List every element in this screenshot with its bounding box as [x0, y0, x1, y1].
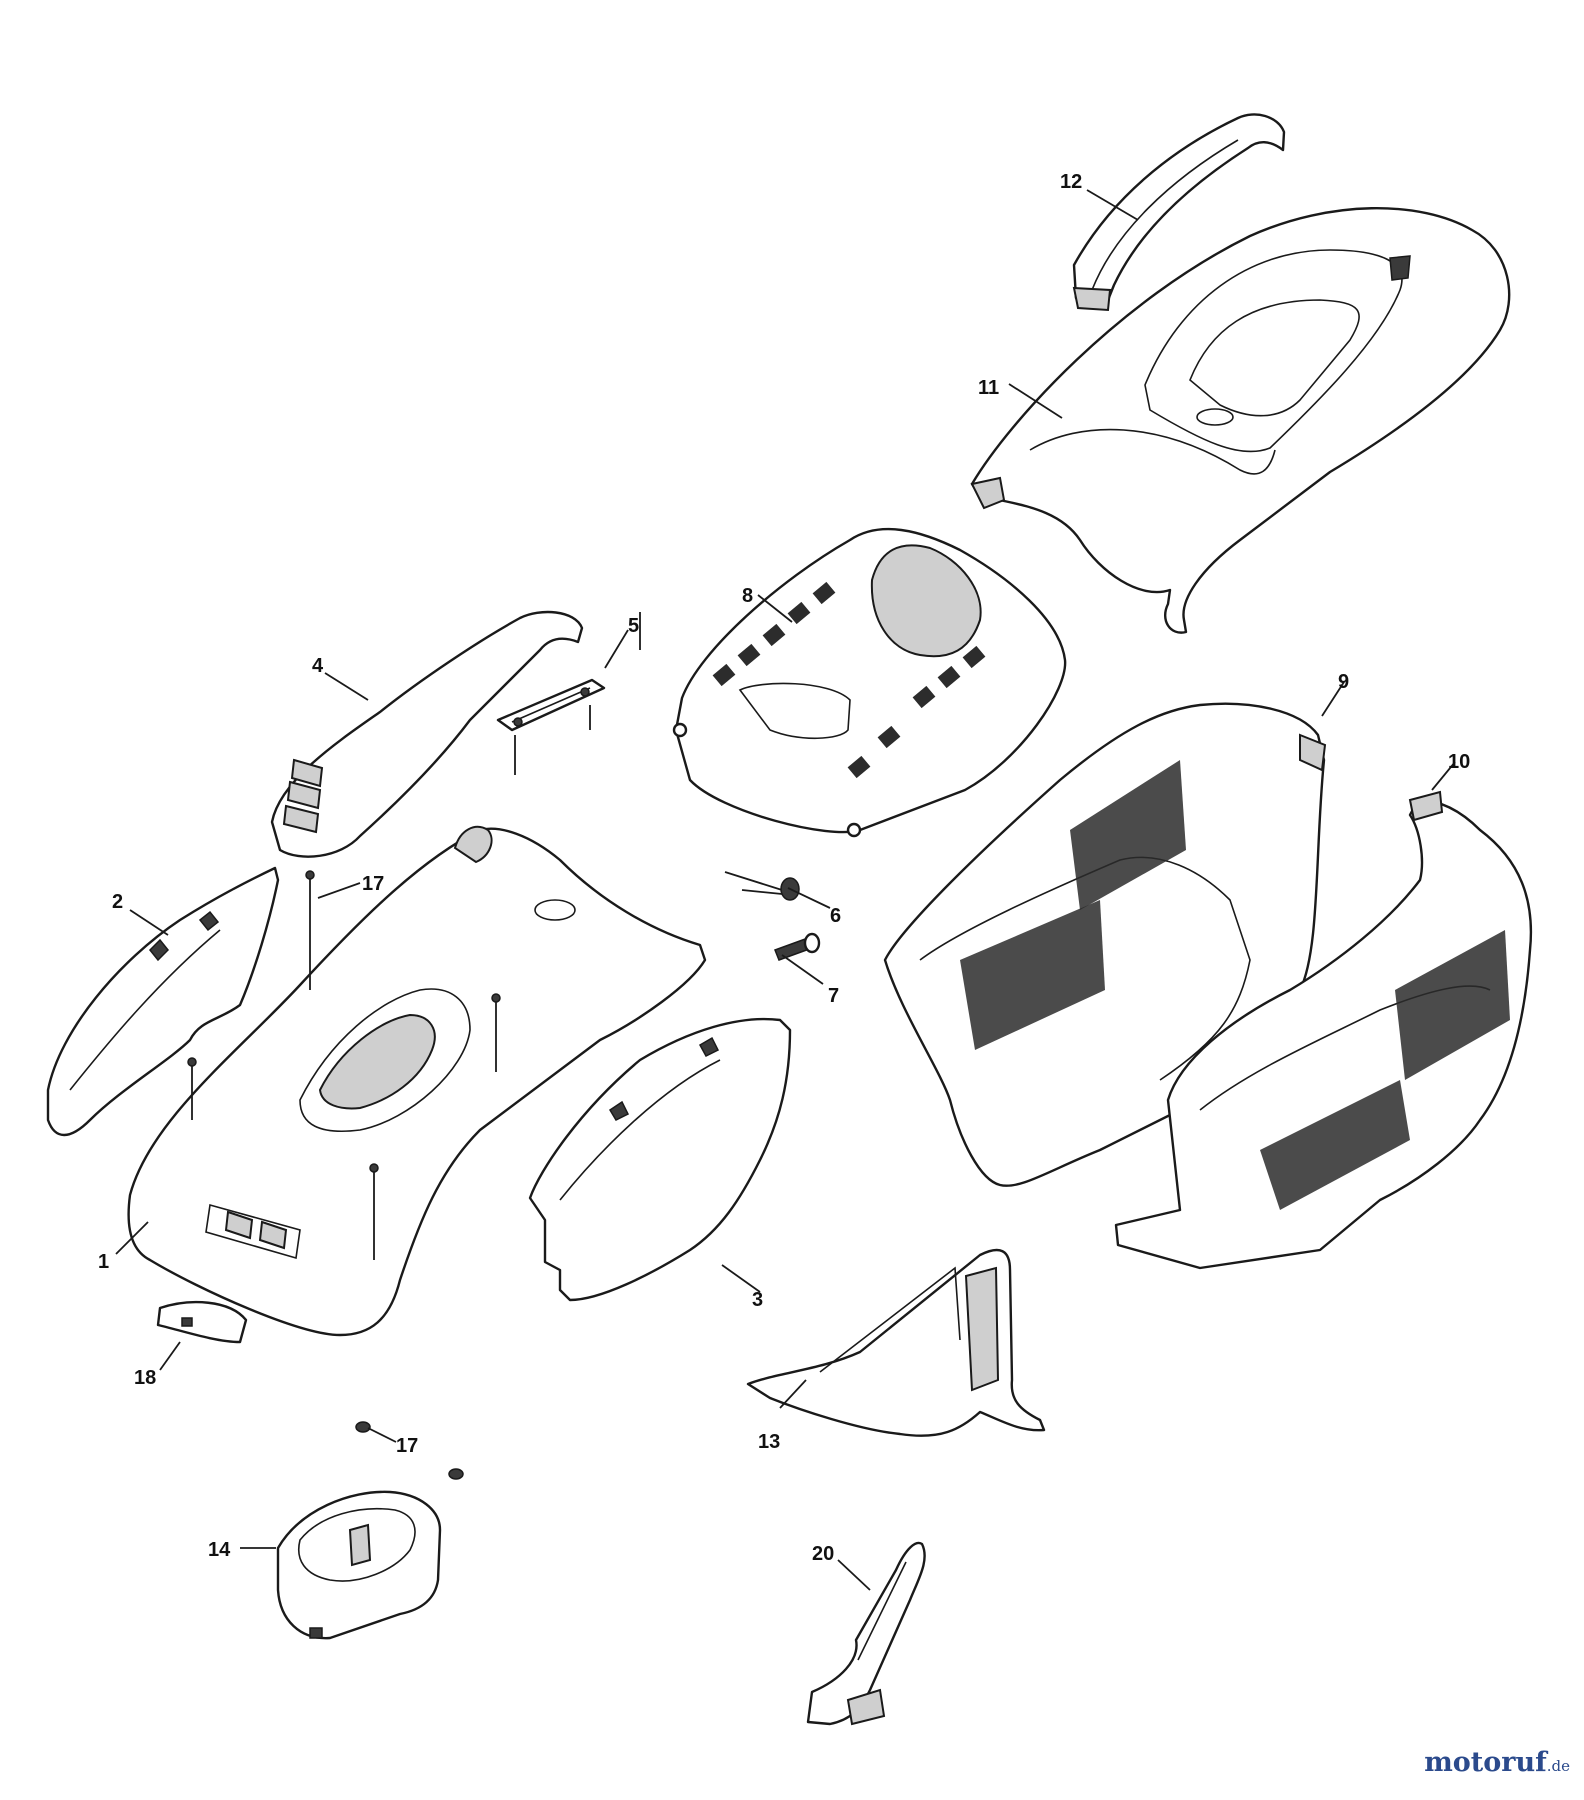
part-20-lever	[806, 1541, 926, 1726]
part-9-mesh-vents	[960, 760, 1186, 1050]
callout-10: 10	[1448, 751, 1470, 773]
part-10-grass-catcher-frame	[1114, 790, 1533, 1270]
part-6-spring	[724, 871, 800, 901]
part-2-side-cover-left	[46, 866, 280, 1137]
callout-leaders	[115, 189, 1456, 1591]
callout-12: 12	[1060, 171, 1082, 193]
callout-14: 14	[208, 1539, 231, 1561]
part-14-switch-box	[276, 1421, 464, 1640]
part-8-control-panel	[672, 527, 1067, 838]
part-13-discharge-chute	[746, 1248, 1046, 1437]
callout-18: 18	[134, 1367, 156, 1389]
callout-17-lower: 17	[396, 1435, 418, 1457]
callout-7: 7	[828, 985, 839, 1007]
part-18-cap	[156, 1300, 248, 1344]
part-3-side-cover-right	[528, 1017, 792, 1302]
callout-8: 8	[742, 585, 753, 607]
callout-4: 4	[312, 655, 324, 677]
part-11-rear-cover	[970, 207, 1511, 634]
callout-1: 1	[98, 1251, 109, 1273]
callout-2: 2	[112, 891, 123, 913]
callout-9: 9	[1338, 671, 1349, 693]
part-17-screws-upper	[187, 870, 501, 1260]
part-4-handle-cover	[270, 610, 584, 858]
callout-labels: 12 11 8 5 4 9 10 6 7 17 2 1 3 18 17 14 1…	[98, 171, 1470, 1565]
watermark-logo: motoruf.de	[1424, 1747, 1570, 1778]
callout-20: 20	[812, 1543, 834, 1565]
callout-13: 13	[758, 1431, 780, 1453]
part-12-handle-grip	[1072, 113, 1286, 312]
part-10-mesh-vents	[1260, 930, 1510, 1210]
part-1-main-housing	[127, 825, 707, 1337]
callout-11: 11	[978, 377, 999, 399]
watermark-main: motoruf	[1424, 1747, 1547, 1778]
callout-3: 3	[752, 1289, 763, 1311]
callout-5: 5	[628, 615, 639, 637]
part-7-pin	[774, 932, 821, 961]
callout-17-upper: 17	[362, 873, 384, 895]
watermark-suffix: .de	[1546, 1757, 1570, 1775]
callout-6: 6	[830, 905, 841, 927]
part-5-handle-bracket	[496, 678, 606, 775]
